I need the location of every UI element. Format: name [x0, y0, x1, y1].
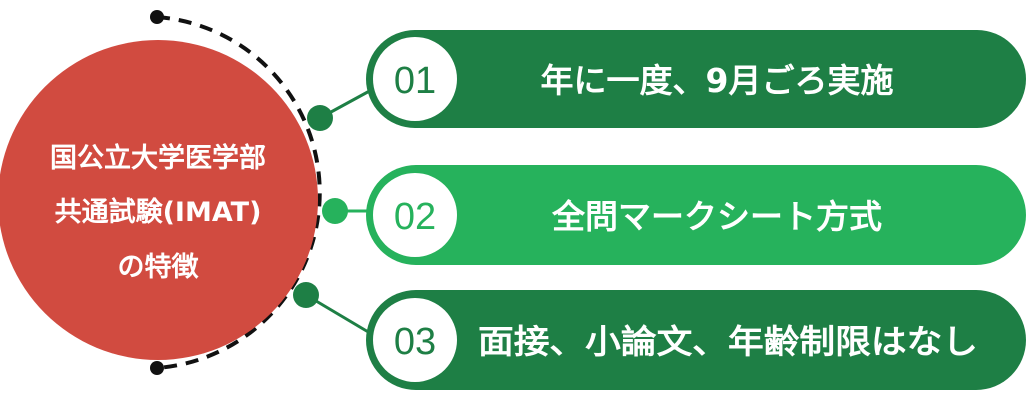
feature-pill-1 — [366, 30, 1026, 128]
connector-dot-1 — [307, 105, 333, 131]
connector-line-3 — [305, 293, 376, 338]
feature-label-3: 面接、小論文、年齢制限はなし — [478, 322, 978, 361]
feature-number-1: 01 — [394, 60, 436, 102]
feature-pill-3 — [366, 290, 1026, 390]
connector-dot-3 — [293, 282, 319, 308]
center-title-line-2: 共通試験(IMAT) — [55, 196, 262, 228]
feature-label-2: 全問マークシート方式 — [551, 197, 882, 236]
connector-dot-2 — [322, 198, 348, 224]
feature-pill-2 — [366, 165, 1026, 265]
feature-number-2: 02 — [394, 196, 436, 238]
number-badge-1 — [373, 37, 457, 121]
arc-end-dot-bottom — [150, 361, 164, 375]
feature-label-1: 年に一度、9月ごろ実施 — [541, 61, 894, 100]
center-circle — [0, 40, 318, 360]
feature-item-3: 03 面接、小論文、年齢制限はなし — [366, 290, 1026, 390]
arc-end-dot-top — [150, 10, 164, 24]
number-badge-3 — [373, 298, 457, 382]
feature-item-1: 01 年に一度、9月ごろ実施 — [366, 30, 1026, 128]
center-title-line-3: の特徴 — [118, 252, 200, 283]
feature-number-3: 03 — [394, 321, 436, 363]
number-badge-2 — [373, 173, 457, 257]
dashed-arc — [156, 15, 322, 370]
feature-item-2: 02 全問マークシート方式 — [366, 165, 1026, 265]
center-title-line-1: 国公立大学医学部 — [50, 142, 266, 174]
